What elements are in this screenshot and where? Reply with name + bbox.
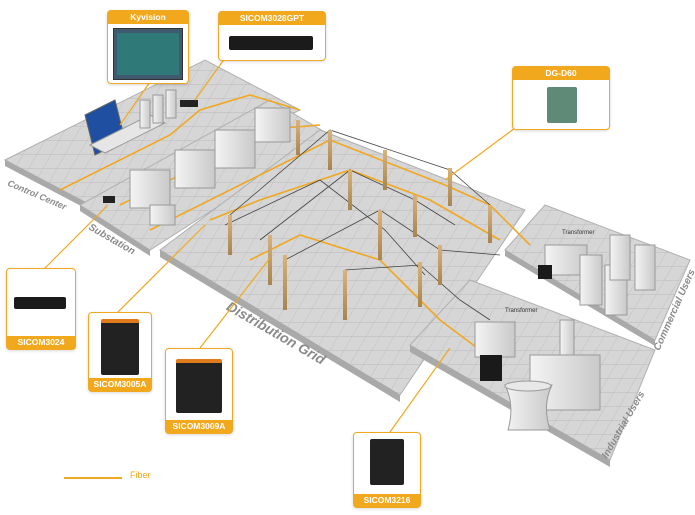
callout-sicom3009a: SICOM3009A: [165, 348, 233, 434]
sicom3216-device-image: [370, 439, 404, 485]
control-center-equipment: [84, 89, 198, 203]
substation-equipment: [129, 107, 291, 226]
sicom3005a-device-image: [101, 319, 139, 375]
transformer-label-industrial: Transformer: [505, 308, 538, 314]
callout-sicom3024: SICOM3024: [6, 268, 76, 350]
callout-kyvision: Kyvision: [107, 10, 189, 84]
legend-fiber-label: Fiber: [130, 470, 151, 480]
sicom3024-device-image: [14, 297, 66, 309]
distribution-poles: [224, 120, 501, 321]
kyvision-screen-image: [113, 28, 183, 80]
callout-sicom3216-label: SICOM3216: [354, 494, 420, 507]
callout-sicom3005a: SICOM3005A: [88, 312, 152, 392]
legend-fiber-swatch: [64, 477, 122, 479]
callout-dg-d60-label: DG-D60: [513, 67, 609, 80]
dg-d60-device-image: [547, 87, 577, 123]
callout-sicom3028gpt: SICOM3028GPT: [218, 11, 326, 61]
transformer-label-commercial: Transformer: [562, 230, 595, 236]
callout-sicom3005a-label: SICOM3005A: [89, 378, 151, 391]
sicom3009a-device-image: [176, 359, 222, 413]
industrial-buildings: [474, 319, 601, 431]
sicom3028gpt-device-image: [229, 36, 313, 50]
callout-dg-d60: DG-D60: [512, 66, 610, 130]
callout-sicom3009a-label: SICOM3009A: [166, 420, 232, 433]
callout-sicom3216: SICOM3216: [353, 432, 421, 508]
callout-sicom3024-label: SICOM3024: [7, 336, 75, 349]
commercial-buildings: [538, 234, 656, 316]
callout-kyvision-label: Kyvision: [108, 11, 188, 24]
callout-sicom3028gpt-label: SICOM3028GPT: [219, 12, 325, 25]
